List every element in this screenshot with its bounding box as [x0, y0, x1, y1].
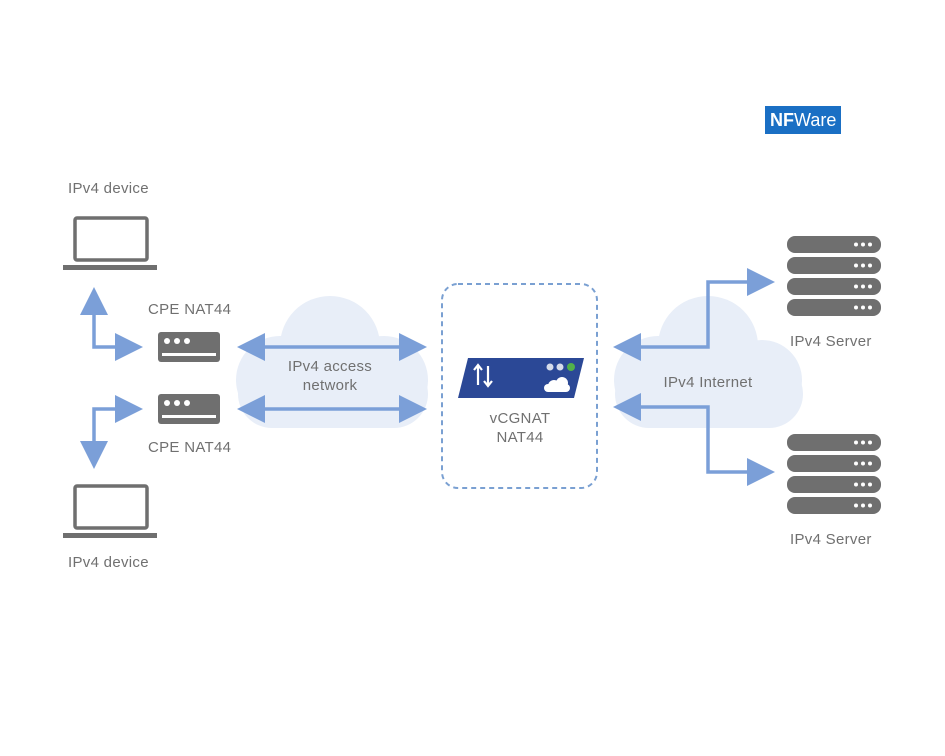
nfware-logo: NFWare — [765, 106, 842, 134]
label-vcgnat-line1: vCGNAT — [489, 410, 551, 427]
arrow-laptop-top-to-cpe-top — [80, 287, 143, 361]
label-cpe-nat44-bottom: CPE NAT44 — [148, 439, 232, 456]
logo-brand-bold: NF — [770, 110, 794, 130]
label-ipv4-internet: IPv4 Internet — [663, 374, 753, 391]
laptop-icon-bottom — [63, 484, 157, 538]
label-vcgnat-line2: NAT44 — [496, 429, 544, 446]
arrow-laptop-bottom-to-cpe-bottom — [80, 395, 143, 469]
label-ipv4-server-bottom: IPv4 Server — [790, 531, 872, 548]
label-cpe-nat44-top: CPE NAT44 — [148, 301, 232, 318]
logo-brand-rest: Ware — [794, 110, 837, 130]
arrow-vcgnat-to-server-bottom — [613, 393, 775, 486]
cpe-router-icon-top — [158, 332, 220, 362]
cpe-router-icon-bottom — [158, 394, 220, 424]
vcgnat-dashed-region — [441, 283, 598, 489]
label-ipv4-device-bottom: IPv4 device — [68, 554, 149, 571]
label-access-network-line2: network — [302, 377, 358, 394]
laptop-icon-top — [63, 216, 157, 270]
label-ipv4-device-top: IPv4 device — [68, 180, 149, 197]
server-rack-icon-bottom — [787, 434, 881, 514]
label-access-network-line1: IPv4 access — [287, 358, 373, 375]
label-ipv4-server-top: IPv4 Server — [790, 333, 872, 350]
vcgnat-device-icon — [458, 358, 584, 398]
server-rack-icon-top — [787, 236, 881, 316]
arrow-vcgnat-to-server-top — [613, 268, 775, 361]
